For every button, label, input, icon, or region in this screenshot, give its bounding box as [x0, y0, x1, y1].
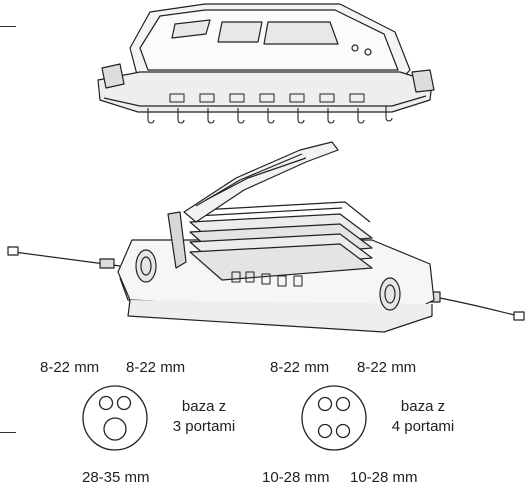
cable-end-right-icon — [513, 311, 525, 321]
cable-end-left-icon — [7, 246, 19, 256]
margin-tick-bottom — [0, 432, 16, 433]
base4-size-top-left: 8-22 mm — [270, 359, 330, 376]
closure-cover — [97, 3, 435, 124]
base3-size-bottom: 28-35 mm — [82, 469, 150, 486]
base4-label-line2: 4 portami — [391, 418, 455, 435]
cover-hooks — [147, 106, 393, 124]
base3-size-top-right: 8-22 mm — [126, 359, 186, 376]
base4-size-bottom-right: 10-28 mm — [350, 469, 418, 486]
closure-drawing — [7, 3, 525, 333]
base4-label-line1: baza z — [400, 398, 446, 415]
base4-port-icon — [301, 385, 367, 451]
closure-base — [117, 141, 435, 333]
base4-size-top-right: 8-22 mm — [357, 359, 417, 376]
base3-label-line2: 3 portami — [172, 418, 236, 435]
base3-label-line1: baza z — [181, 398, 227, 415]
base4-label: baza z 4 portami — [373, 397, 473, 437]
base3-label: baza z 3 portami — [154, 397, 254, 437]
base4-size-bottom-left: 10-28 mm — [262, 469, 330, 486]
base3-port-icon — [82, 385, 148, 451]
margin-tick-top — [0, 26, 16, 27]
base3-size-top-left: 8-22 mm — [40, 359, 100, 376]
